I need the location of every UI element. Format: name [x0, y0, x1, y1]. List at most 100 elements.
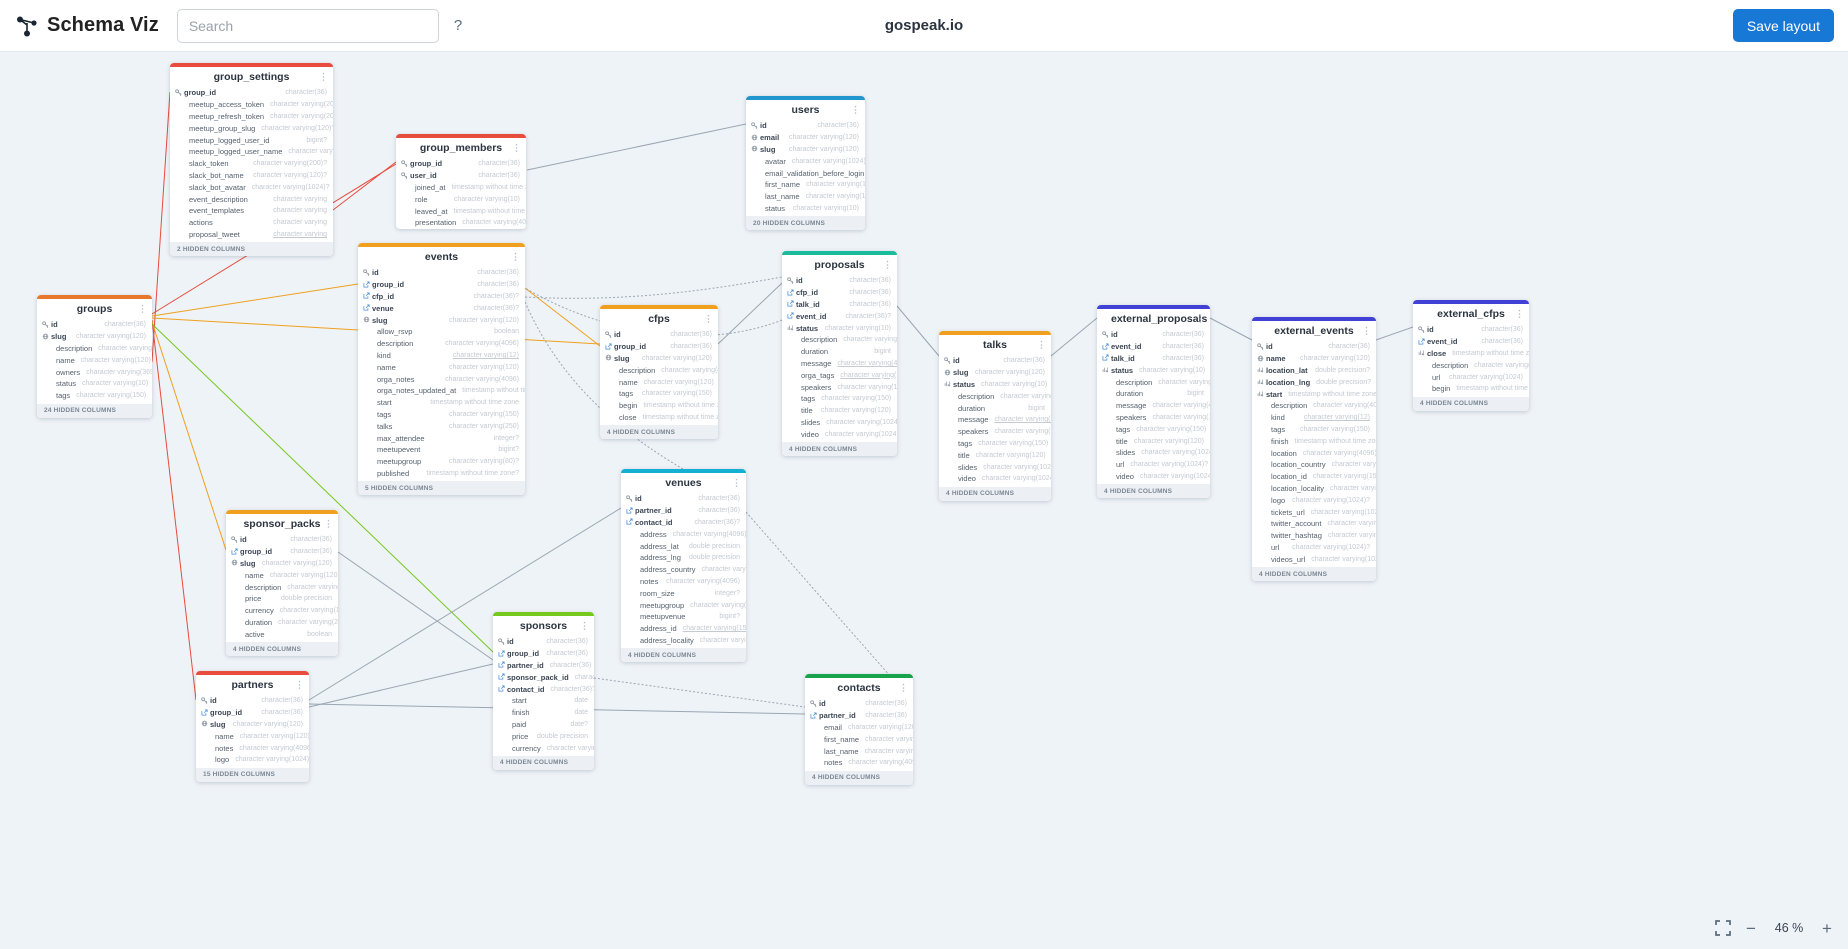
table-menu-icon[interactable]: ⋮ [883, 259, 892, 270]
table-menu-icon[interactable]: ⋮ [295, 679, 304, 690]
hidden-columns-label[interactable]: 4 HIDDEN COLUMNS [939, 486, 1051, 501]
hidden-columns-label[interactable]: 4 HIDDEN COLUMNS [226, 642, 338, 657]
save-layout-button[interactable]: Save layout [1732, 9, 1834, 42]
search-input[interactable] [176, 8, 439, 43]
hidden-columns-label[interactable]: 4 HIDDEN COLUMNS [805, 770, 913, 785]
table-menu-icon[interactable]: ⋮ [1037, 339, 1046, 350]
table-menu-icon[interactable]: ⋮ [511, 251, 520, 262]
hidden-columns-label[interactable]: 4 HIDDEN COLUMNS [600, 425, 718, 440]
hidden-columns-label[interactable]: 4 HIDDEN COLUMNS [493, 755, 594, 770]
table-menu-icon[interactable]: ⋮ [1196, 313, 1205, 324]
hidden-columns-label[interactable]: 4 HIDDEN COLUMNS [1097, 484, 1210, 499]
zoom-out-button[interactable]: − [1746, 918, 1756, 938]
table-menu-icon[interactable]: ⋮ [1362, 325, 1371, 336]
table-menu-icon[interactable]: ⋮ [732, 477, 741, 488]
hidden-columns-label[interactable]: 20 HIDDEN COLUMNS [746, 216, 865, 231]
